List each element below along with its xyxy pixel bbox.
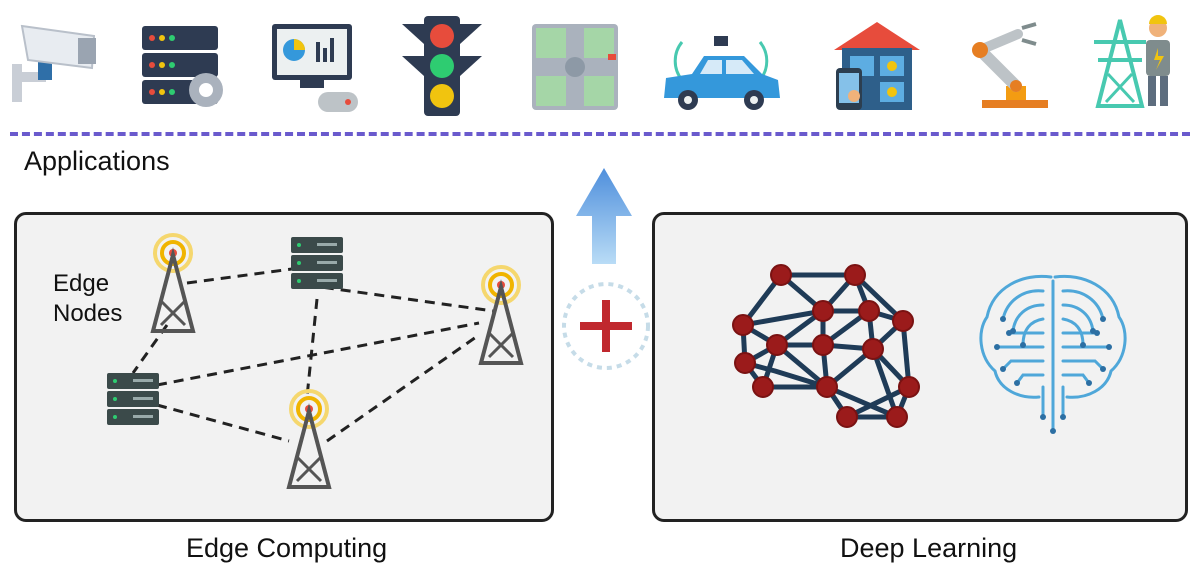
up-arrow-icon [574, 166, 634, 271]
edge-computing-title: Edge Computing [186, 533, 388, 563]
computer-game-icon [270, 22, 362, 121]
smart-home-icon [832, 18, 922, 117]
intersection-map-icon [530, 22, 620, 117]
edge-nodes-label-line1: Edge [53, 270, 110, 297]
autonomous-car-icon [658, 24, 784, 119]
traffic-light-icon [400, 14, 484, 123]
edge-nodes-label: Edge Nodes [53, 269, 122, 329]
server-gear-icon [138, 22, 230, 115]
security-camera-icon [8, 16, 100, 111]
server-node-2-icon [105, 371, 161, 432]
deep-learning-panel [652, 212, 1188, 522]
tower-node-3-icon [281, 389, 337, 494]
edge-network-links [131, 265, 494, 443]
plus-icon [560, 280, 652, 377]
applications-label: Applications [24, 146, 170, 176]
tower-node-1-icon [145, 233, 201, 338]
edge-computing-panel: Edge Nodes [14, 212, 554, 522]
deep-learning-title: Deep Learning [840, 533, 1018, 563]
power-tower-worker-icon [1090, 14, 1180, 115]
robot-arm-icon [960, 20, 1052, 117]
edge-nodes-label-line2: Nodes [53, 300, 123, 327]
tower-node-2-icon [473, 265, 529, 370]
applications-separator [10, 132, 1190, 136]
circuit-brain-icon [973, 267, 1133, 442]
server-node-1-icon [289, 235, 345, 296]
neural-network-brain-icon [723, 255, 923, 450]
